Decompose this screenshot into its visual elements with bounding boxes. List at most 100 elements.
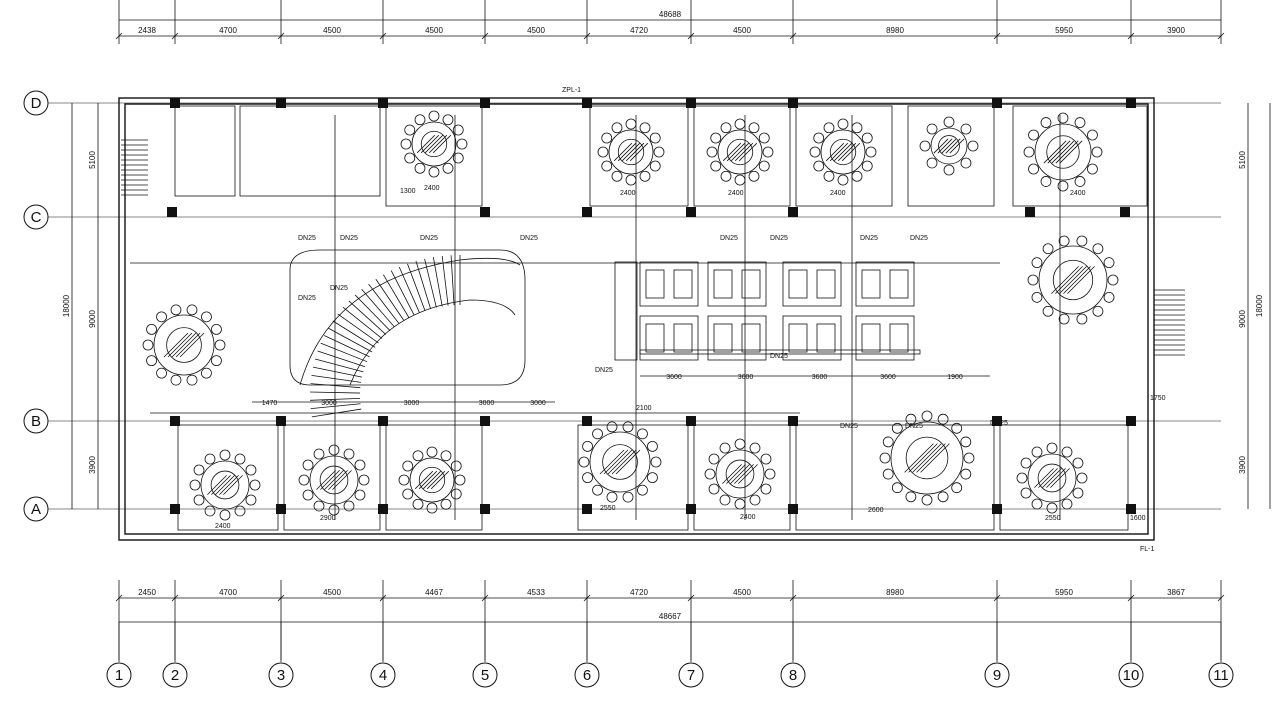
stair-tread (361, 289, 395, 328)
chair (960, 157, 972, 169)
chair (622, 421, 634, 433)
stair-tread (310, 391, 361, 394)
glass-hatch (599, 449, 625, 475)
grid-bubble-7 (678, 662, 704, 688)
table-top (200, 460, 250, 510)
chair (606, 421, 618, 433)
grid-label-3: 3 (277, 667, 285, 684)
top-segment-text: 4500 (425, 26, 443, 35)
stair-tread (390, 270, 415, 316)
chair (1031, 291, 1043, 303)
column (582, 207, 592, 217)
chair (1040, 117, 1052, 128)
chair (402, 488, 414, 500)
grid-label-7: 7 (687, 667, 695, 684)
chair (201, 367, 212, 379)
column (1126, 98, 1136, 108)
chair (813, 132, 825, 144)
chair (837, 118, 849, 130)
glass-hatch (841, 142, 861, 162)
grid-bubble-B (23, 408, 49, 434)
lazy-susan (1037, 463, 1067, 493)
lazy-susan (938, 135, 960, 157)
glass-hatch (428, 134, 448, 154)
chair (442, 114, 454, 126)
chair (186, 304, 198, 316)
fl-tag: FL-1 (1140, 546, 1155, 553)
stair-tread (398, 266, 420, 313)
room-width-text: 2550 (600, 505, 616, 512)
chair (760, 483, 772, 495)
chair (313, 500, 325, 512)
glass-hatch (320, 470, 340, 490)
table-top (153, 314, 215, 376)
restroom-block (174, 105, 236, 197)
pipe-tag: DN25 (910, 235, 928, 242)
glass-hatch (175, 332, 201, 358)
top-segment-text: 5950 (1055, 26, 1073, 35)
stair-tread (415, 261, 432, 310)
left-segment-text: 3900 (88, 456, 97, 474)
stair-tread (368, 283, 400, 324)
chair (653, 146, 665, 158)
chair (708, 453, 720, 465)
chair (639, 170, 651, 182)
chair (358, 474, 370, 486)
stair-tread (317, 350, 366, 368)
glass-hatch (207, 475, 227, 495)
table-top (608, 129, 654, 175)
chair (749, 494, 761, 506)
chair (882, 436, 894, 448)
table-top (715, 449, 765, 499)
lazy-susan (725, 459, 755, 489)
chair (861, 132, 873, 144)
structural-columns (167, 98, 1136, 514)
tick-mark (379, 32, 387, 40)
pipe-tag: DN25 (340, 235, 358, 242)
chair (921, 410, 933, 422)
restroom-block (239, 105, 381, 197)
column (582, 504, 592, 514)
glass-hatch (912, 443, 942, 473)
chair (734, 438, 746, 450)
chair (719, 442, 731, 454)
table-room-d9 (919, 116, 979, 176)
lazy-susan (418, 466, 446, 494)
chair (1092, 305, 1104, 317)
booth-1-1 (707, 315, 767, 361)
stair-outer-edge (299, 257, 521, 386)
pipe-tag: DN25 (330, 285, 348, 292)
bottom-total-text: 48667 (659, 612, 682, 621)
chair (313, 448, 325, 460)
chair (882, 468, 894, 480)
glass-hatch (615, 449, 641, 475)
booth-spacing-text: 3600 (880, 374, 896, 381)
column (170, 98, 180, 108)
chair (440, 498, 452, 510)
glass-hatch (1051, 266, 1079, 294)
tick-mark (277, 32, 285, 40)
chair (189, 479, 201, 491)
room-width-text: 2400 (830, 190, 846, 197)
booth-1-0 (707, 261, 767, 307)
column (480, 416, 490, 426)
table-room-a4 (398, 446, 466, 514)
grid-label-8: 8 (789, 667, 797, 684)
column (582, 98, 592, 108)
lazy-susan (420, 130, 448, 158)
table-top (1027, 453, 1077, 503)
stair-tread (375, 278, 405, 321)
pipe-tag: DN25 (298, 295, 316, 302)
chair (1020, 487, 1032, 499)
chair (611, 170, 623, 182)
lazy-susan (1046, 135, 1080, 169)
chair (926, 157, 938, 169)
chair (1076, 313, 1088, 325)
glass-hatch (324, 470, 344, 490)
chair (601, 132, 613, 144)
table-top (890, 421, 964, 495)
chair (937, 491, 949, 503)
left-total-text: 18000 (62, 294, 71, 317)
stair-tread (407, 263, 426, 311)
